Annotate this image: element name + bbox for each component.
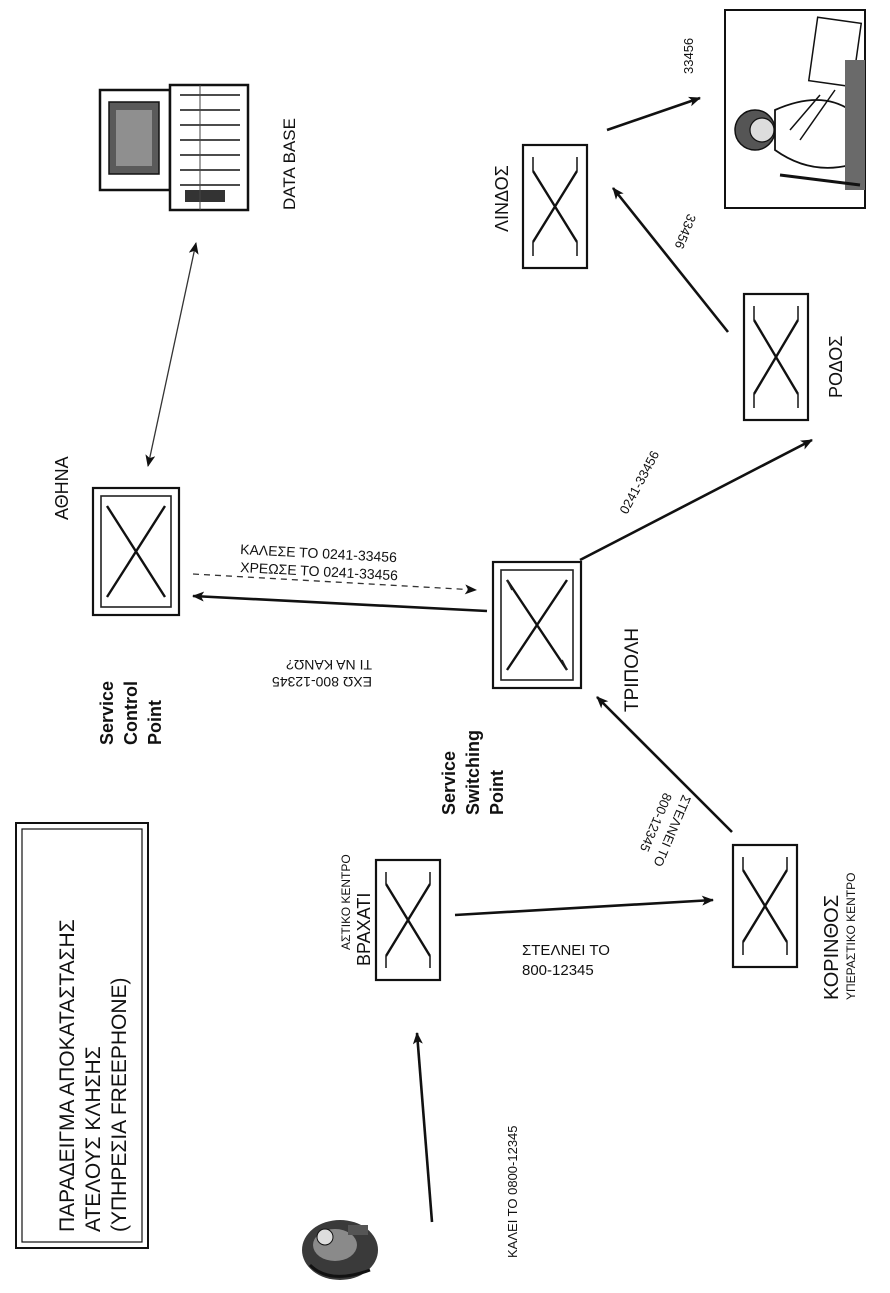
label-vrachati-korinthos-2: 800-12345 [522, 962, 594, 979]
switch-vrachati [376, 860, 440, 980]
scp-line-2: Control [121, 681, 141, 745]
title-box: ΠΑΡΑΔΕΙΓΜΑ ΑΠΟΚΑΤΑΣΤΑΣΗΣ ΑΤΕΛΟΥΣ ΚΛΗΣΗΣ … [16, 823, 148, 1248]
ssp-line-2: Switching [463, 730, 483, 815]
person-phone-icon [302, 1220, 378, 1280]
arrow-tripoli-to-rodos [580, 440, 812, 560]
ssp-line-3: Point [487, 770, 507, 815]
switch-rodos [744, 294, 808, 420]
title-line-3: (ΥΠΗΡΕΣΙΑ FREEPHONE) [108, 977, 131, 1232]
ssp-label: Service Switching Point [439, 730, 507, 815]
label-query-1: ΕΧΩ 800-12345 [272, 674, 372, 690]
title-line-2: ΑΤΕΛΟΥΣ ΚΛΗΣΗΣ [82, 1046, 105, 1232]
switch-tripoli [493, 562, 581, 688]
label-query-2: ΤΙ ΝΑ ΚΑΝΩ? [286, 657, 372, 673]
switch-lindos [523, 145, 587, 268]
label-korinthos-sub: ΥΠΕΡΑΣΤΙΚΟ ΚΕΝΤΡΟ [844, 872, 858, 1000]
person-reading-icon [725, 10, 865, 208]
title-line-1: ΠΑΡΑΔΕΙΓΜΑ ΑΠΟΚΑΤΑΣΤΑΣΗΣ [56, 919, 79, 1232]
label-vrachati-korinthos-1: ΣΤΕΛΝΕΙ ΤΟ [522, 942, 610, 959]
label-tripoli: ΤΡΙΠΟΛΗ [622, 628, 643, 712]
arrow-rodos-to-lindos [613, 188, 728, 332]
label-lindos-subscriber: 33456 [681, 38, 696, 74]
scp-line-1: Service [97, 681, 117, 745]
arrow-athina-database [148, 243, 196, 466]
label-vrachati-sub: ΑΣΤΙΚΟ ΚΕΝΤΡΟ [339, 854, 353, 950]
label-lindos: ΛΙΝΔΟΣ [492, 165, 512, 232]
label-athina: ΑΘΗΝΑ [52, 456, 72, 520]
label-caller-dial: ΚΑΛΕΙ ΤΟ 0800-12345 [505, 1125, 520, 1258]
scp-label: Service Control Point [97, 681, 165, 745]
label-tripoli-rodos: 0241-33456 [616, 448, 662, 516]
label-korinthos: ΚΟΡΙΝΘΟΣ [821, 895, 843, 1000]
label-database: DATA BASE [280, 118, 299, 210]
arrow-lindos-to-subscriber [607, 98, 700, 130]
switch-korinthos [733, 845, 797, 967]
label-rodos: ΡΟΔΟΣ [826, 336, 846, 398]
switch-athina [93, 488, 179, 615]
computer-icon [100, 85, 248, 210]
arrow-caller-to-vrachati [417, 1033, 432, 1222]
label-vrachati: ΒΡΑΧΑΤΙ [354, 893, 374, 966]
scp-line-3: Point [145, 700, 165, 745]
arrow-vrachati-to-korinthos [455, 900, 713, 915]
ssp-line-1: Service [439, 751, 459, 815]
arrow-tripoli-to-athina [193, 596, 487, 611]
label-rodos-lindos: 33456 [672, 212, 699, 251]
